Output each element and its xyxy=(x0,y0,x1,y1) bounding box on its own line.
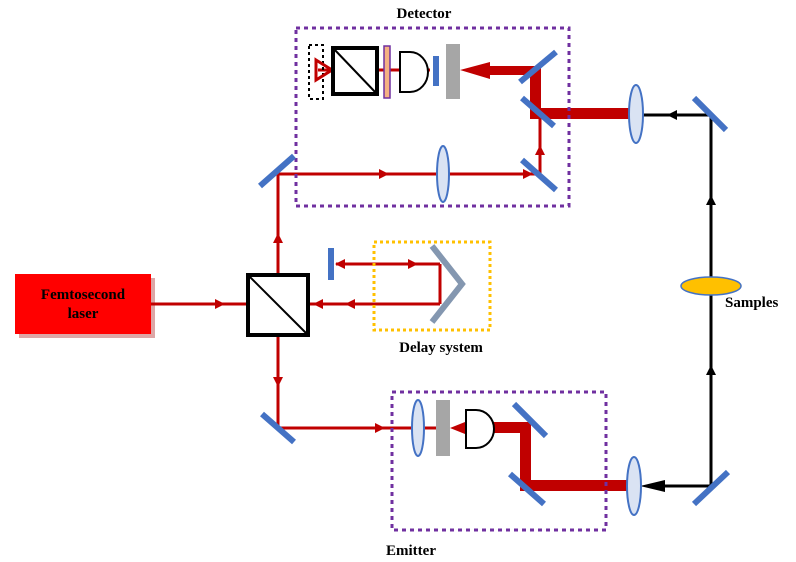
detector-label: Detector xyxy=(397,6,452,22)
delay-system-box: Delay system xyxy=(372,240,492,356)
delay-system-label: Delay system xyxy=(399,340,483,356)
mirror-detector-middle xyxy=(520,95,556,129)
thz-path xyxy=(640,110,716,492)
mirror-thz-top xyxy=(691,95,729,133)
lens-detector-thz xyxy=(628,84,644,144)
mirror-detector-lower xyxy=(520,157,558,193)
lens-emitter-thz xyxy=(626,456,642,516)
emitter-crystal xyxy=(436,400,450,456)
laser-label-line1: Femtosecond xyxy=(41,287,126,303)
samples-label: Samples xyxy=(725,295,779,311)
mirrors xyxy=(258,49,731,507)
detector-half-lens xyxy=(399,51,429,93)
femtosecond-laser: Femtosecond laser xyxy=(15,274,155,338)
detector-box: Detector xyxy=(294,6,571,208)
mirror-thz-bottom xyxy=(691,469,731,507)
mirror-top-left xyxy=(258,153,296,189)
lenses xyxy=(411,84,644,516)
emitter-half-lens xyxy=(465,409,495,449)
mirror-emitter-upper xyxy=(511,401,549,439)
detector-filter xyxy=(433,56,439,86)
lens-probe xyxy=(436,145,450,203)
laser-beam-paths xyxy=(151,65,545,433)
detector-crystal xyxy=(446,44,460,99)
lens-emitter-pump xyxy=(411,399,425,457)
retroreflector xyxy=(429,244,466,324)
emitter-box: Emitter xyxy=(386,390,608,559)
mirror-emitter-lower xyxy=(508,471,546,507)
wave-plate xyxy=(383,45,391,99)
mirror-detector-upper xyxy=(518,49,558,85)
emitter-label: Emitter xyxy=(386,543,436,559)
beam-splitter xyxy=(246,273,310,337)
mirror-bottom-left xyxy=(260,411,296,445)
sample xyxy=(680,276,742,296)
laser-label-line2: laser xyxy=(68,306,99,322)
detector-thick-beam xyxy=(460,62,638,119)
delay-end-mirror xyxy=(328,248,334,280)
photodiode xyxy=(308,44,324,100)
